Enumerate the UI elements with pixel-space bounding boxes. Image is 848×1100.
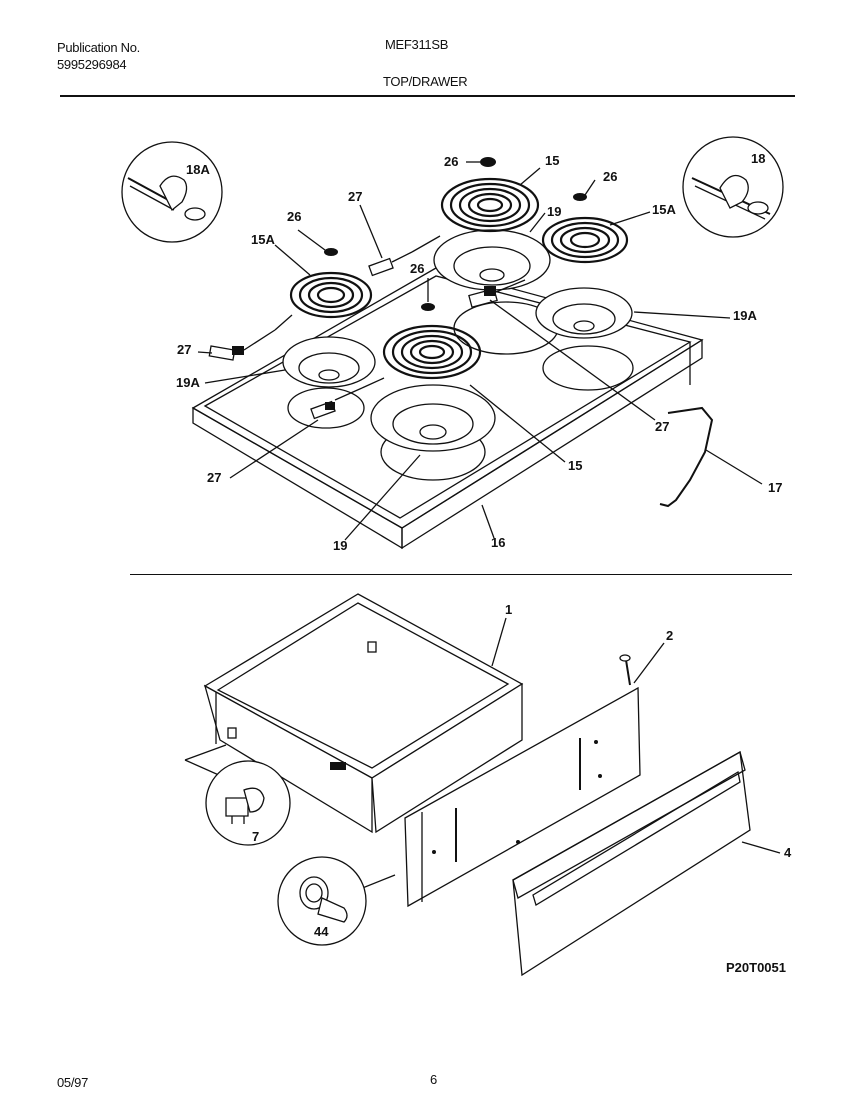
callout-26-left: 26 bbox=[287, 209, 301, 224]
drip-bowl-right bbox=[535, 287, 633, 339]
receptacle-center bbox=[468, 279, 526, 308]
callout-7: 7 bbox=[252, 829, 259, 844]
insulator-rear bbox=[480, 157, 496, 167]
drip-bowl-front bbox=[370, 384, 496, 452]
publication-label: Publication No. bbox=[57, 40, 140, 55]
model-number: MEF311SB bbox=[385, 37, 449, 52]
coil-element-left-15a bbox=[289, 271, 373, 319]
drawer-front-panel bbox=[512, 750, 751, 977]
detail-7 bbox=[205, 760, 291, 846]
callout-18: 18 bbox=[751, 151, 765, 166]
callout-15a-right: 15A bbox=[652, 202, 676, 217]
callout-1: 1 bbox=[505, 602, 512, 617]
drip-bowl-left bbox=[282, 336, 376, 388]
callout-4: 4 bbox=[784, 845, 792, 860]
footer-date: 05/97 bbox=[57, 1075, 89, 1090]
detail-18a bbox=[121, 141, 223, 243]
callout-27-rear: 27 bbox=[348, 189, 362, 204]
coil-element-rear-15 bbox=[440, 177, 540, 233]
callout-27-right: 27 bbox=[655, 419, 669, 434]
opening-left bbox=[287, 387, 365, 429]
receptacle-front bbox=[310, 377, 385, 420]
callout-17: 17 bbox=[768, 480, 782, 495]
callout-26-right: 26 bbox=[603, 169, 617, 184]
callout-27-front: 27 bbox=[207, 470, 221, 485]
insulator-left bbox=[324, 248, 338, 256]
coil-element-right-15a bbox=[541, 216, 629, 264]
section-divider bbox=[130, 574, 792, 575]
detail-18 bbox=[682, 136, 784, 238]
callout-labels: 18A 18 26 26 26 26 15 15 15A 15A 27 27 2… bbox=[176, 151, 792, 975]
callout-44: 44 bbox=[314, 924, 329, 939]
callout-16: 16 bbox=[491, 535, 505, 550]
callout-19a-right: 19A bbox=[733, 308, 757, 323]
section-title: TOP/DRAWER bbox=[383, 74, 468, 89]
figure-code: P20T0051 bbox=[726, 960, 786, 975]
coil-element-front-15 bbox=[382, 324, 482, 380]
callout-15-front: 15 bbox=[568, 458, 582, 473]
header-divider bbox=[60, 95, 795, 97]
callout-18a: 18A bbox=[186, 162, 210, 177]
receptacle-rear bbox=[368, 235, 441, 277]
callout-15-rear: 15 bbox=[545, 153, 559, 168]
callout-19a-left: 19A bbox=[176, 375, 200, 390]
page-number: 6 bbox=[430, 1072, 437, 1087]
detail-44 bbox=[277, 856, 367, 946]
cooktop-assembly bbox=[191, 157, 714, 550]
wire-harness bbox=[659, 406, 714, 508]
callout-15a-left: 15A bbox=[251, 232, 275, 247]
drawer-assembly bbox=[184, 593, 751, 977]
insulator-right bbox=[573, 193, 587, 201]
drawer-body bbox=[203, 593, 524, 834]
drip-bowl-rear bbox=[433, 229, 551, 291]
leader-lines bbox=[197, 161, 781, 854]
receptacle-left bbox=[208, 314, 293, 361]
callout-27-left: 27 bbox=[177, 342, 191, 357]
screw bbox=[619, 654, 631, 686]
callout-26-rear: 26 bbox=[444, 154, 458, 169]
callout-19-front: 19 bbox=[333, 538, 347, 553]
callout-19-rear: 19 bbox=[547, 204, 561, 219]
publication-number: 5995296984 bbox=[57, 57, 127, 72]
drawer-bracket bbox=[404, 686, 641, 908]
opening-right bbox=[542, 345, 634, 391]
insulator-front bbox=[421, 303, 435, 311]
callout-2: 2 bbox=[666, 628, 673, 643]
callout-26-front: 26 bbox=[410, 261, 424, 276]
